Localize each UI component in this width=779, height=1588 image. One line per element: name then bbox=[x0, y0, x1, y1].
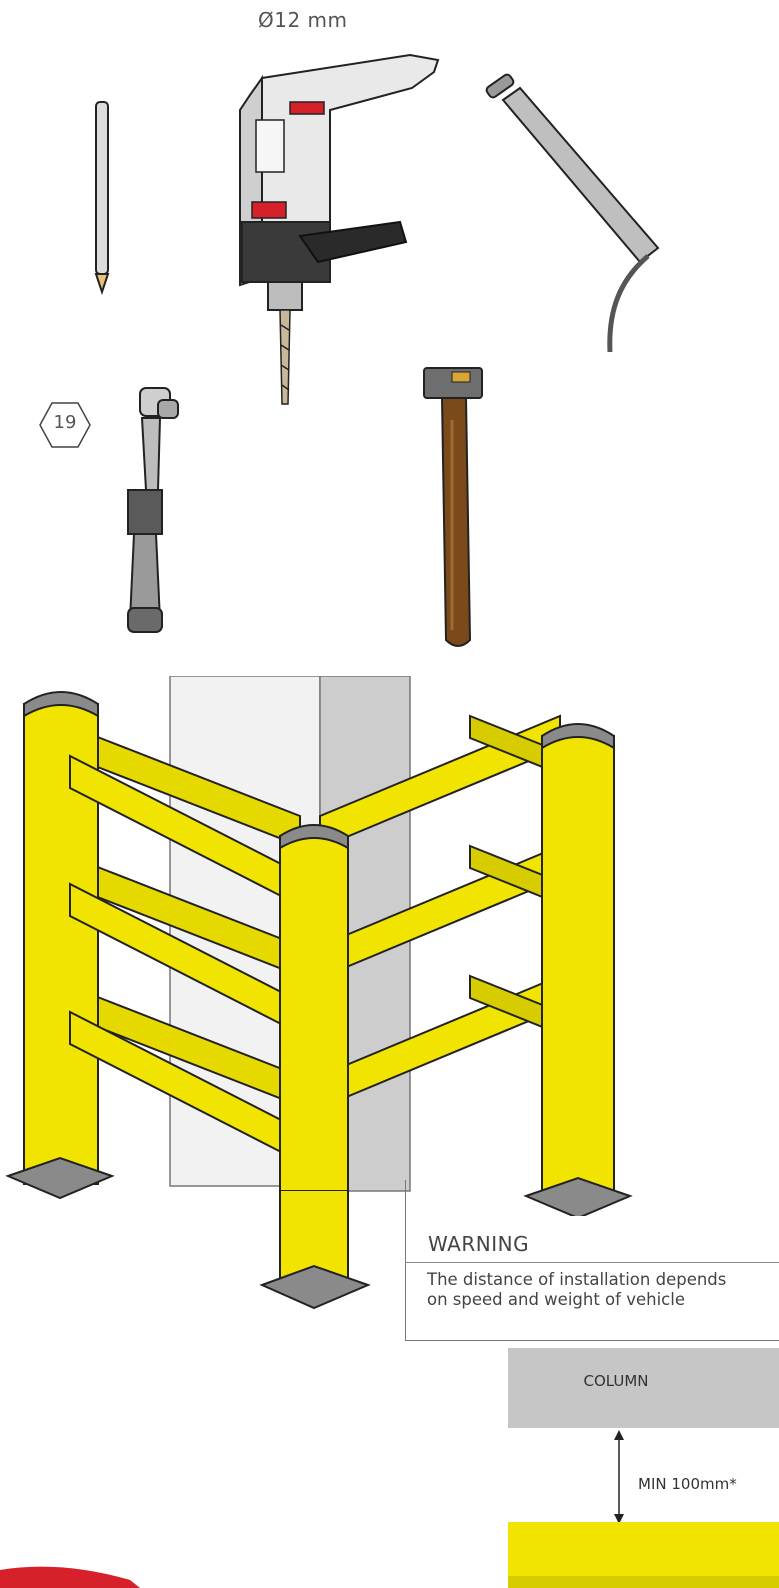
drill-bit-size-label: Ø12 mm bbox=[258, 8, 348, 32]
warning-divider bbox=[405, 1262, 779, 1263]
brand-swoosh bbox=[0, 1566, 140, 1588]
center-post-base bbox=[259, 1190, 371, 1310]
center-post bbox=[279, 824, 349, 1197]
left-rails bbox=[94, 734, 301, 1108]
warning-title: WARNING bbox=[428, 1232, 530, 1256]
column-label: COLUMN bbox=[583, 1372, 649, 1390]
grease-gun-icon bbox=[485, 73, 660, 353]
right-post bbox=[523, 723, 633, 1216]
torque-wrench-icon bbox=[127, 387, 179, 633]
socket-size-label: 19 bbox=[53, 412, 77, 433]
column-block bbox=[508, 1348, 779, 1428]
tools-illustration bbox=[39, 53, 660, 647]
warning-line-2: on speed and weight of vehicle bbox=[427, 1290, 685, 1309]
hex-socket-icon bbox=[39, 402, 91, 448]
warning-text: The distance of installation depends on … bbox=[427, 1270, 726, 1310]
warning-line-1: The distance of installation depends bbox=[427, 1270, 727, 1289]
drill-icon bbox=[239, 53, 440, 405]
front-left-rails bbox=[69, 754, 286, 1156]
hammer-icon bbox=[423, 367, 483, 647]
barrier-block-shade bbox=[508, 1576, 779, 1588]
pencil-icon bbox=[94, 101, 110, 296]
clearance-arrow bbox=[614, 1430, 624, 1524]
warning-callout-frame bbox=[405, 1180, 779, 1341]
min-distance-label: MIN 100mm* bbox=[638, 1475, 737, 1493]
left-post bbox=[5, 691, 115, 1200]
barrier-illustration bbox=[5, 676, 633, 1216]
back-rails bbox=[469, 714, 546, 1030]
